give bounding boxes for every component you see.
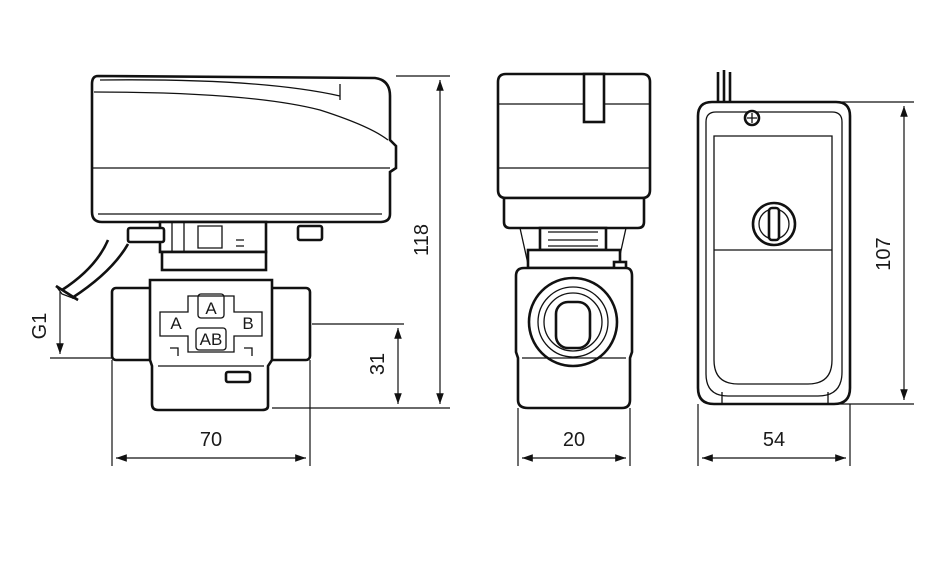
screw-icon bbox=[743, 109, 761, 127]
front-valve-body bbox=[110, 278, 312, 412]
dimension-lines bbox=[50, 75, 914, 466]
front-actuator-housing bbox=[90, 74, 398, 224]
front-view: A A B AB bbox=[55, 74, 398, 412]
port-label-ab-bottom: AB bbox=[200, 330, 223, 349]
front-cable bbox=[55, 239, 130, 302]
dimension-label-54: 54 bbox=[763, 429, 785, 451]
side-view bbox=[496, 72, 652, 410]
side-valve-body bbox=[514, 266, 634, 410]
port-label-a-top: A bbox=[205, 299, 217, 318]
port-label-a-left: A bbox=[170, 314, 182, 333]
manual-override-knob-icon bbox=[751, 201, 797, 247]
port-label-b-right: B bbox=[242, 314, 253, 333]
rear-cable-stub bbox=[716, 70, 732, 104]
dimension-label-118: 118 bbox=[411, 224, 433, 256]
dimension-label-70: 70 bbox=[200, 429, 222, 451]
dimension-label-g1: G1 bbox=[29, 313, 51, 340]
rear-view bbox=[696, 70, 852, 406]
front-neck-bracket bbox=[126, 220, 324, 272]
side-actuator-housing bbox=[496, 72, 652, 230]
rear-housing bbox=[696, 100, 852, 406]
dimension-label-20: 20 bbox=[563, 429, 585, 451]
dimension-label-107: 107 bbox=[873, 237, 895, 270]
dimension-label-31: 31 bbox=[367, 353, 389, 375]
